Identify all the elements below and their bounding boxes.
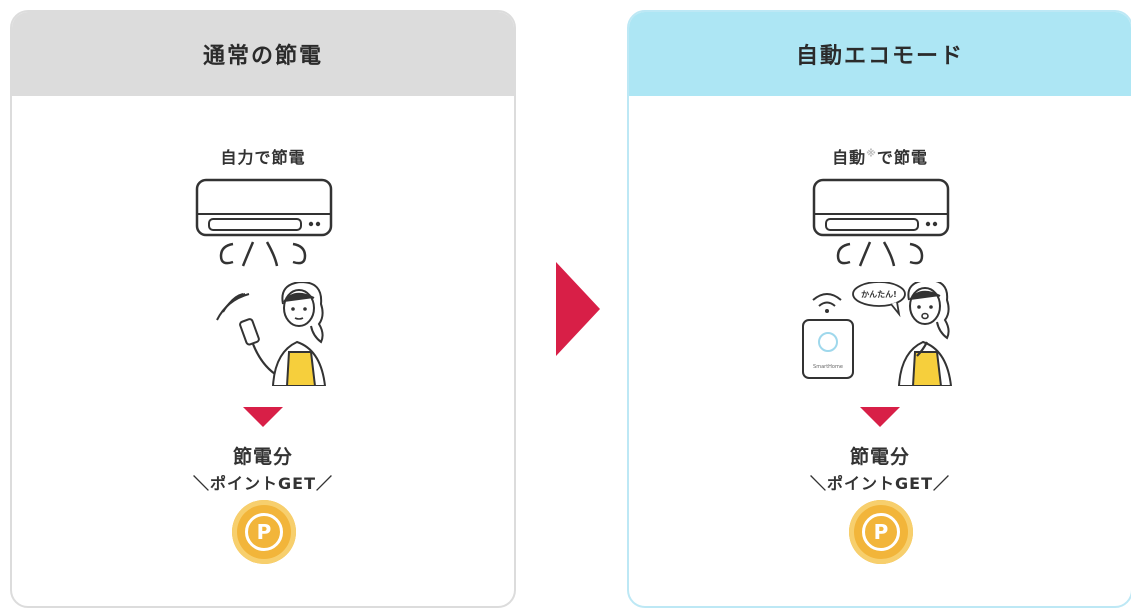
result-arrow-down-icon	[243, 407, 283, 427]
point-coin-letter: P	[245, 513, 283, 551]
air-conditioner-icon	[195, 178, 333, 267]
point-coin-letter: P	[862, 513, 900, 551]
saved-amount-label: 節電分	[849, 446, 910, 468]
speech-bubble-text: かんたん!	[861, 289, 897, 299]
normal-saving-card: 通常の節電 自力で節電	[10, 10, 516, 608]
point-get-label: ＼ポイントGET／	[810, 474, 950, 493]
air-conditioner-icon	[812, 178, 950, 267]
auto-saving-rest: で節電	[876, 148, 928, 167]
auto-eco-mode-card: 自動エコモード 自動※で節電 S	[627, 10, 1131, 608]
footnote-mark: ※	[866, 148, 877, 160]
normal-saving-body: 自力で節電	[12, 96, 514, 606]
normal-saving-title: 通常の節電	[12, 12, 514, 96]
saved-amount-label: 節電分	[232, 446, 293, 468]
auto-eco-mode-body: 自動※で節電 SmartHome	[629, 96, 1131, 606]
point-coin-icon: P	[232, 500, 296, 564]
manual-saving-label: 自力で節電	[220, 148, 306, 167]
auto-saving-main: 自動	[832, 148, 867, 167]
point-coin-icon: P	[849, 500, 913, 564]
transition-arrow-icon	[556, 262, 600, 356]
auto-saving-label: 自動※で節電	[629, 144, 1131, 168]
auto-eco-mode-title: 自動エコモード	[629, 12, 1131, 96]
smart-device-label: SmartHome	[813, 364, 843, 370]
point-get-label: ＼ポイントGET／	[193, 474, 333, 493]
woman-with-phone-icon	[216, 282, 327, 386]
woman-with-smart-device-icon: SmartHome かんたん!	[802, 282, 953, 386]
result-arrow-down-icon	[860, 407, 900, 427]
